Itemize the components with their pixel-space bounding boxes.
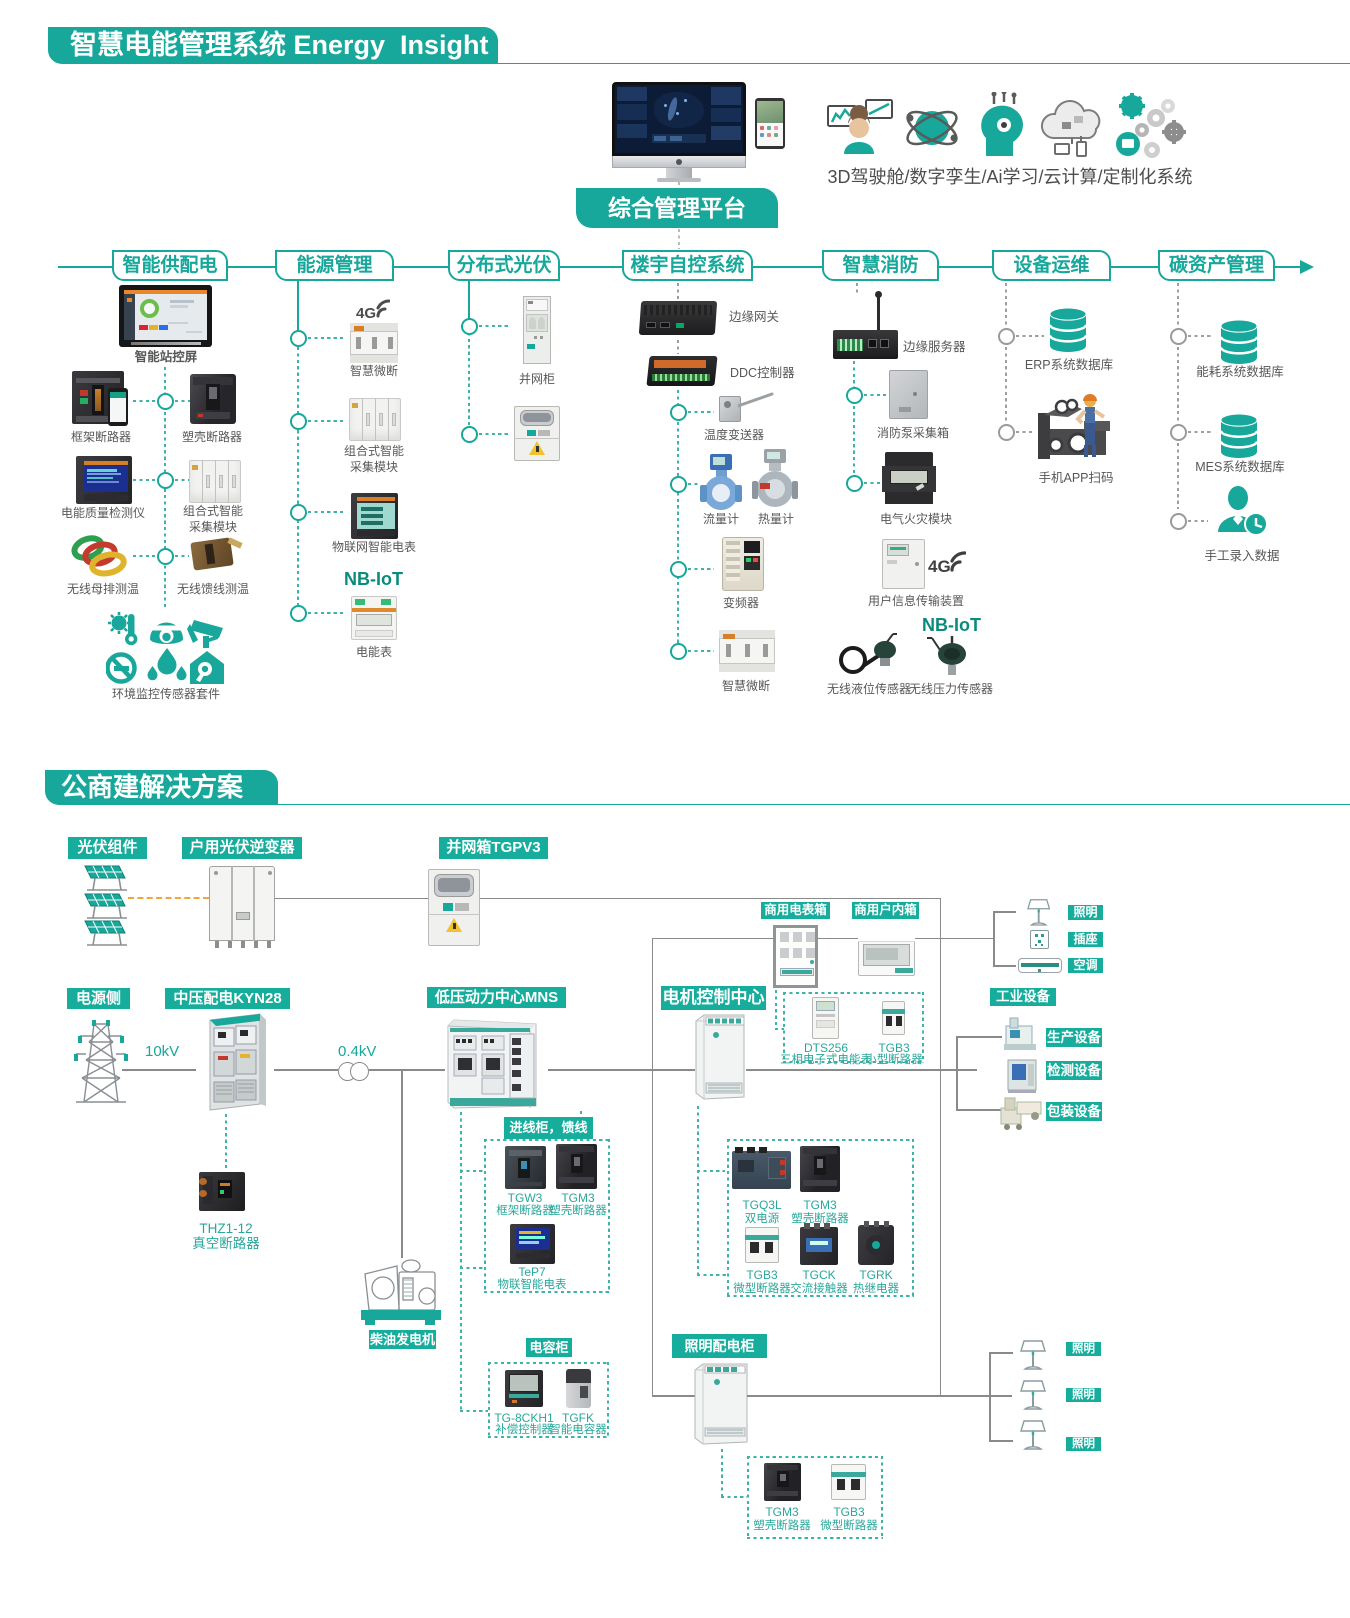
svg-text:4G: 4G xyxy=(356,305,376,320)
svg-text:4G: 4G xyxy=(928,557,951,576)
